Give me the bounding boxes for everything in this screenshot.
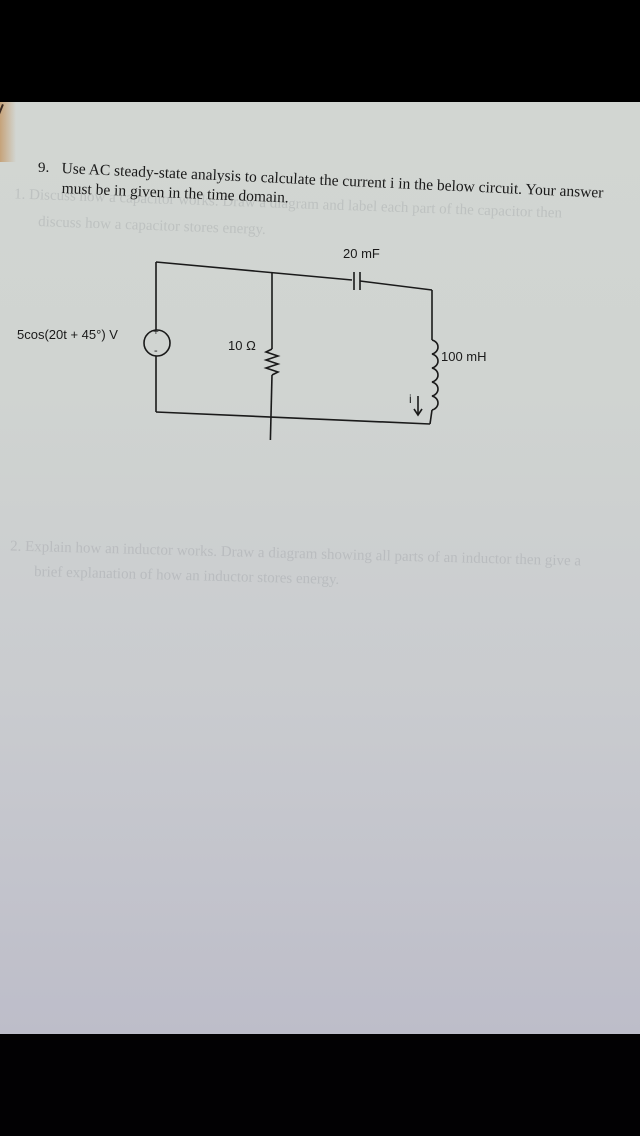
resistor-zigzag xyxy=(263,348,281,376)
inductor-coil xyxy=(431,339,439,411)
paper-corner-shadow xyxy=(0,102,16,162)
inductor-label: 100 mH xyxy=(441,349,487,364)
wire-inductor-bottom xyxy=(429,409,433,425)
wire-bottom xyxy=(155,411,431,425)
current-arrow-head xyxy=(413,408,423,417)
wire-resistor-bottom xyxy=(269,374,273,440)
question-number: 9. xyxy=(38,160,50,176)
top-black-bar xyxy=(0,0,640,102)
bottom-black-bar xyxy=(0,1034,640,1136)
paper-sheet xyxy=(0,102,640,1034)
resistor-label: 10 Ω xyxy=(228,338,256,353)
source-minus-sign: - xyxy=(154,345,158,357)
current-label: i xyxy=(409,392,412,406)
wire-top-right xyxy=(359,280,433,291)
circuit-diagram: 5cos(20t + 45°) V + - 10 Ω 20 mF 100 mH … xyxy=(17,246,487,440)
source-label: 5cos(20t + 45°) V xyxy=(17,327,118,342)
wire-top-left xyxy=(155,261,353,281)
capacitor-label: 20 mF xyxy=(343,246,380,261)
voltage-source-circle xyxy=(143,329,171,357)
source-plus-sign: + xyxy=(153,327,159,338)
